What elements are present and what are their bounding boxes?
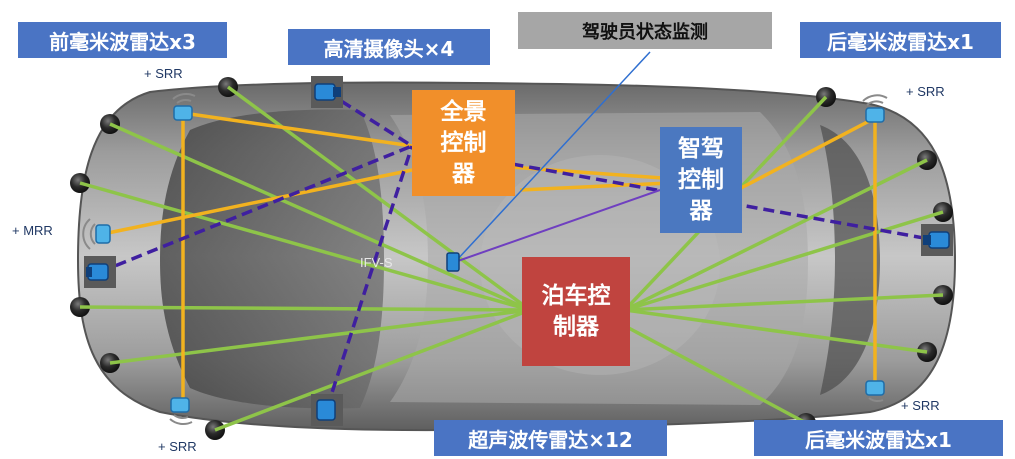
dms-leader-line (454, 51, 651, 263)
camera-front-top-icon (311, 76, 343, 108)
plus-icon: + (158, 439, 170, 454)
srr-rear-top-tag: + SRR (906, 84, 945, 99)
dms-connection (454, 189, 661, 263)
rear-radar-top-label: 后毫米波雷达x1 (800, 22, 1001, 58)
srr-front-top-tag: + SRR (144, 66, 183, 81)
parking-controller-text: 泊车控制器 (541, 282, 611, 340)
plus-icon: + (144, 66, 156, 81)
front-radar-label: 前毫米波雷达x3 (18, 22, 227, 58)
panoramic-controller-text: 全景控制器 (440, 98, 487, 187)
camera-rear-icon (921, 224, 953, 256)
plus-icon: + (901, 398, 913, 413)
ultrasonic-label: 超声波传雷达×12 (434, 420, 667, 456)
radar-mrr-front-icon (82, 218, 111, 250)
hd-camera-label: 高清摄像头×4 (288, 29, 490, 65)
panoramic-controller: 全景控制器 (412, 90, 515, 196)
dms-camera-tag: IFV-S (360, 255, 393, 270)
radar-srr-rear-top-icon (862, 94, 888, 123)
car-body (76, 81, 957, 432)
radar-srr-rear-bottom-icon (865, 380, 885, 403)
plus-icon: + (12, 223, 24, 238)
plus-icon: + (906, 84, 918, 99)
mrr-front-tag: + MRR (12, 223, 53, 238)
parking-controller: 泊车控制器 (522, 257, 630, 366)
camera-bottom-icon (311, 394, 343, 426)
smart-drive-controller-text: 智驾控制器 (678, 135, 724, 224)
srr-front-bottom-tag: + SRR (158, 439, 197, 454)
rear-radar-bottom-label: 后毫米波雷达x1 (754, 420, 1003, 456)
camera-front-left-icon (84, 256, 116, 288)
dms-camera-icon (446, 252, 460, 272)
smart-drive-controller: 智驾控制器 (660, 127, 742, 233)
radar-srr-front-bottom-icon (169, 397, 193, 425)
radar-srr-front-top-icon (172, 93, 196, 121)
srr-rear-bottom-tag: + SRR (901, 398, 940, 413)
driver-monitor-label: 驾驶员状态监测 (518, 12, 772, 49)
